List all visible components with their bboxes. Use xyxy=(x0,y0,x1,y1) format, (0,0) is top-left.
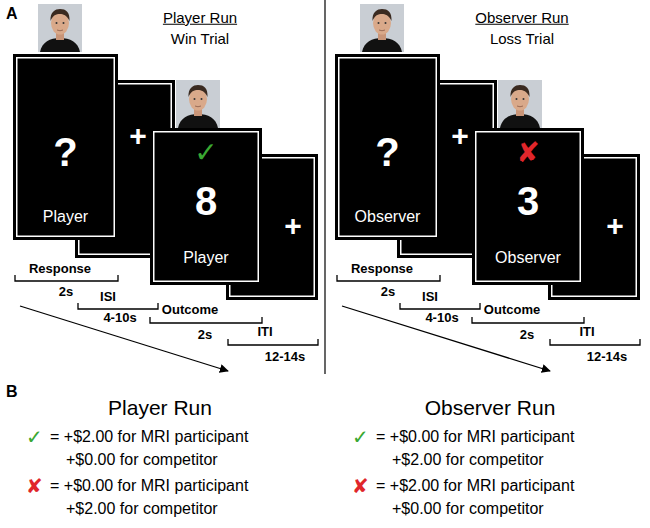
screen-text: ✘ xyxy=(516,138,539,169)
run-heading: Observer Run xyxy=(425,396,556,419)
screen-text: ? xyxy=(375,130,399,174)
payoff-text: +$0.00 for competitor xyxy=(392,500,544,518)
payoff-text: = +$0.00 for MRI participant xyxy=(50,477,248,495)
duration-label: 2s xyxy=(59,285,73,299)
screen-text: 3 xyxy=(517,179,539,223)
screen-text: ✓ xyxy=(194,138,217,169)
run-heading: Observer Run xyxy=(475,10,568,27)
duration-label: 12-14s xyxy=(265,350,305,364)
screen-text: Player xyxy=(183,249,228,267)
screen-response: ? Player xyxy=(13,54,118,240)
trial-heading: Loss Trial xyxy=(490,31,554,48)
payoff-text: = +$2.00 for MRI participant xyxy=(376,477,574,495)
phase-label: Response xyxy=(351,262,413,276)
screen-response: ? Observer xyxy=(335,54,440,240)
phase-label: Outcome xyxy=(484,303,540,317)
loss-symbol: ✘ xyxy=(352,475,369,497)
payoff-text: +$0.00 for competitor xyxy=(66,451,218,469)
run-heading: Player Run xyxy=(108,396,212,419)
win-symbol: ✓ xyxy=(26,426,43,448)
payoff-text: = +$2.00 for MRI participant xyxy=(50,428,248,446)
screen-text: 8 xyxy=(195,179,217,223)
face-photo xyxy=(38,4,82,52)
duration-label: 4-10s xyxy=(103,311,136,325)
phase-label: ITI xyxy=(579,325,594,339)
screen-text: Observer xyxy=(495,249,561,267)
screen-outcome: ✘ 3Observer xyxy=(472,128,584,285)
screen-text: + xyxy=(606,209,624,242)
duration-label: 2s xyxy=(198,328,212,342)
face-photo xyxy=(360,4,404,52)
screen-text: + xyxy=(129,119,147,152)
duration-label: 12-14s xyxy=(587,350,627,364)
duration-label: 4-10s xyxy=(425,311,458,325)
screen-text: ? xyxy=(53,130,77,174)
phase-label: ISI xyxy=(100,290,116,304)
screen-outcome: ✓ 8Player xyxy=(150,128,262,285)
duration-label: 2s xyxy=(381,285,395,299)
phase-label: Response xyxy=(29,262,91,276)
panel-letter: A xyxy=(6,5,18,23)
face-photo xyxy=(176,80,220,128)
payoff-text: +$2.00 for competitor xyxy=(66,500,218,518)
trial-heading: Win Trial xyxy=(171,31,229,48)
win-symbol: ✓ xyxy=(352,426,369,448)
loss-symbol: ✘ xyxy=(26,475,43,497)
phase-label: Outcome xyxy=(162,303,218,317)
duration-label: 2s xyxy=(520,328,534,342)
payoff-text: +$2.00 for competitor xyxy=(392,451,544,469)
screen-text: + xyxy=(284,209,302,242)
panel-letter: B xyxy=(6,383,18,401)
divider-line xyxy=(324,0,325,374)
phase-label: ISI xyxy=(422,290,438,304)
face-photo xyxy=(498,80,542,128)
payoff-text: = +$0.00 for MRI participant xyxy=(376,428,574,446)
screen-text: Observer xyxy=(355,208,421,226)
phase-label: ITI xyxy=(257,325,272,339)
screen-text: + xyxy=(451,119,469,152)
run-heading: Player Run xyxy=(163,10,237,27)
screen-text: Player xyxy=(43,208,88,226)
